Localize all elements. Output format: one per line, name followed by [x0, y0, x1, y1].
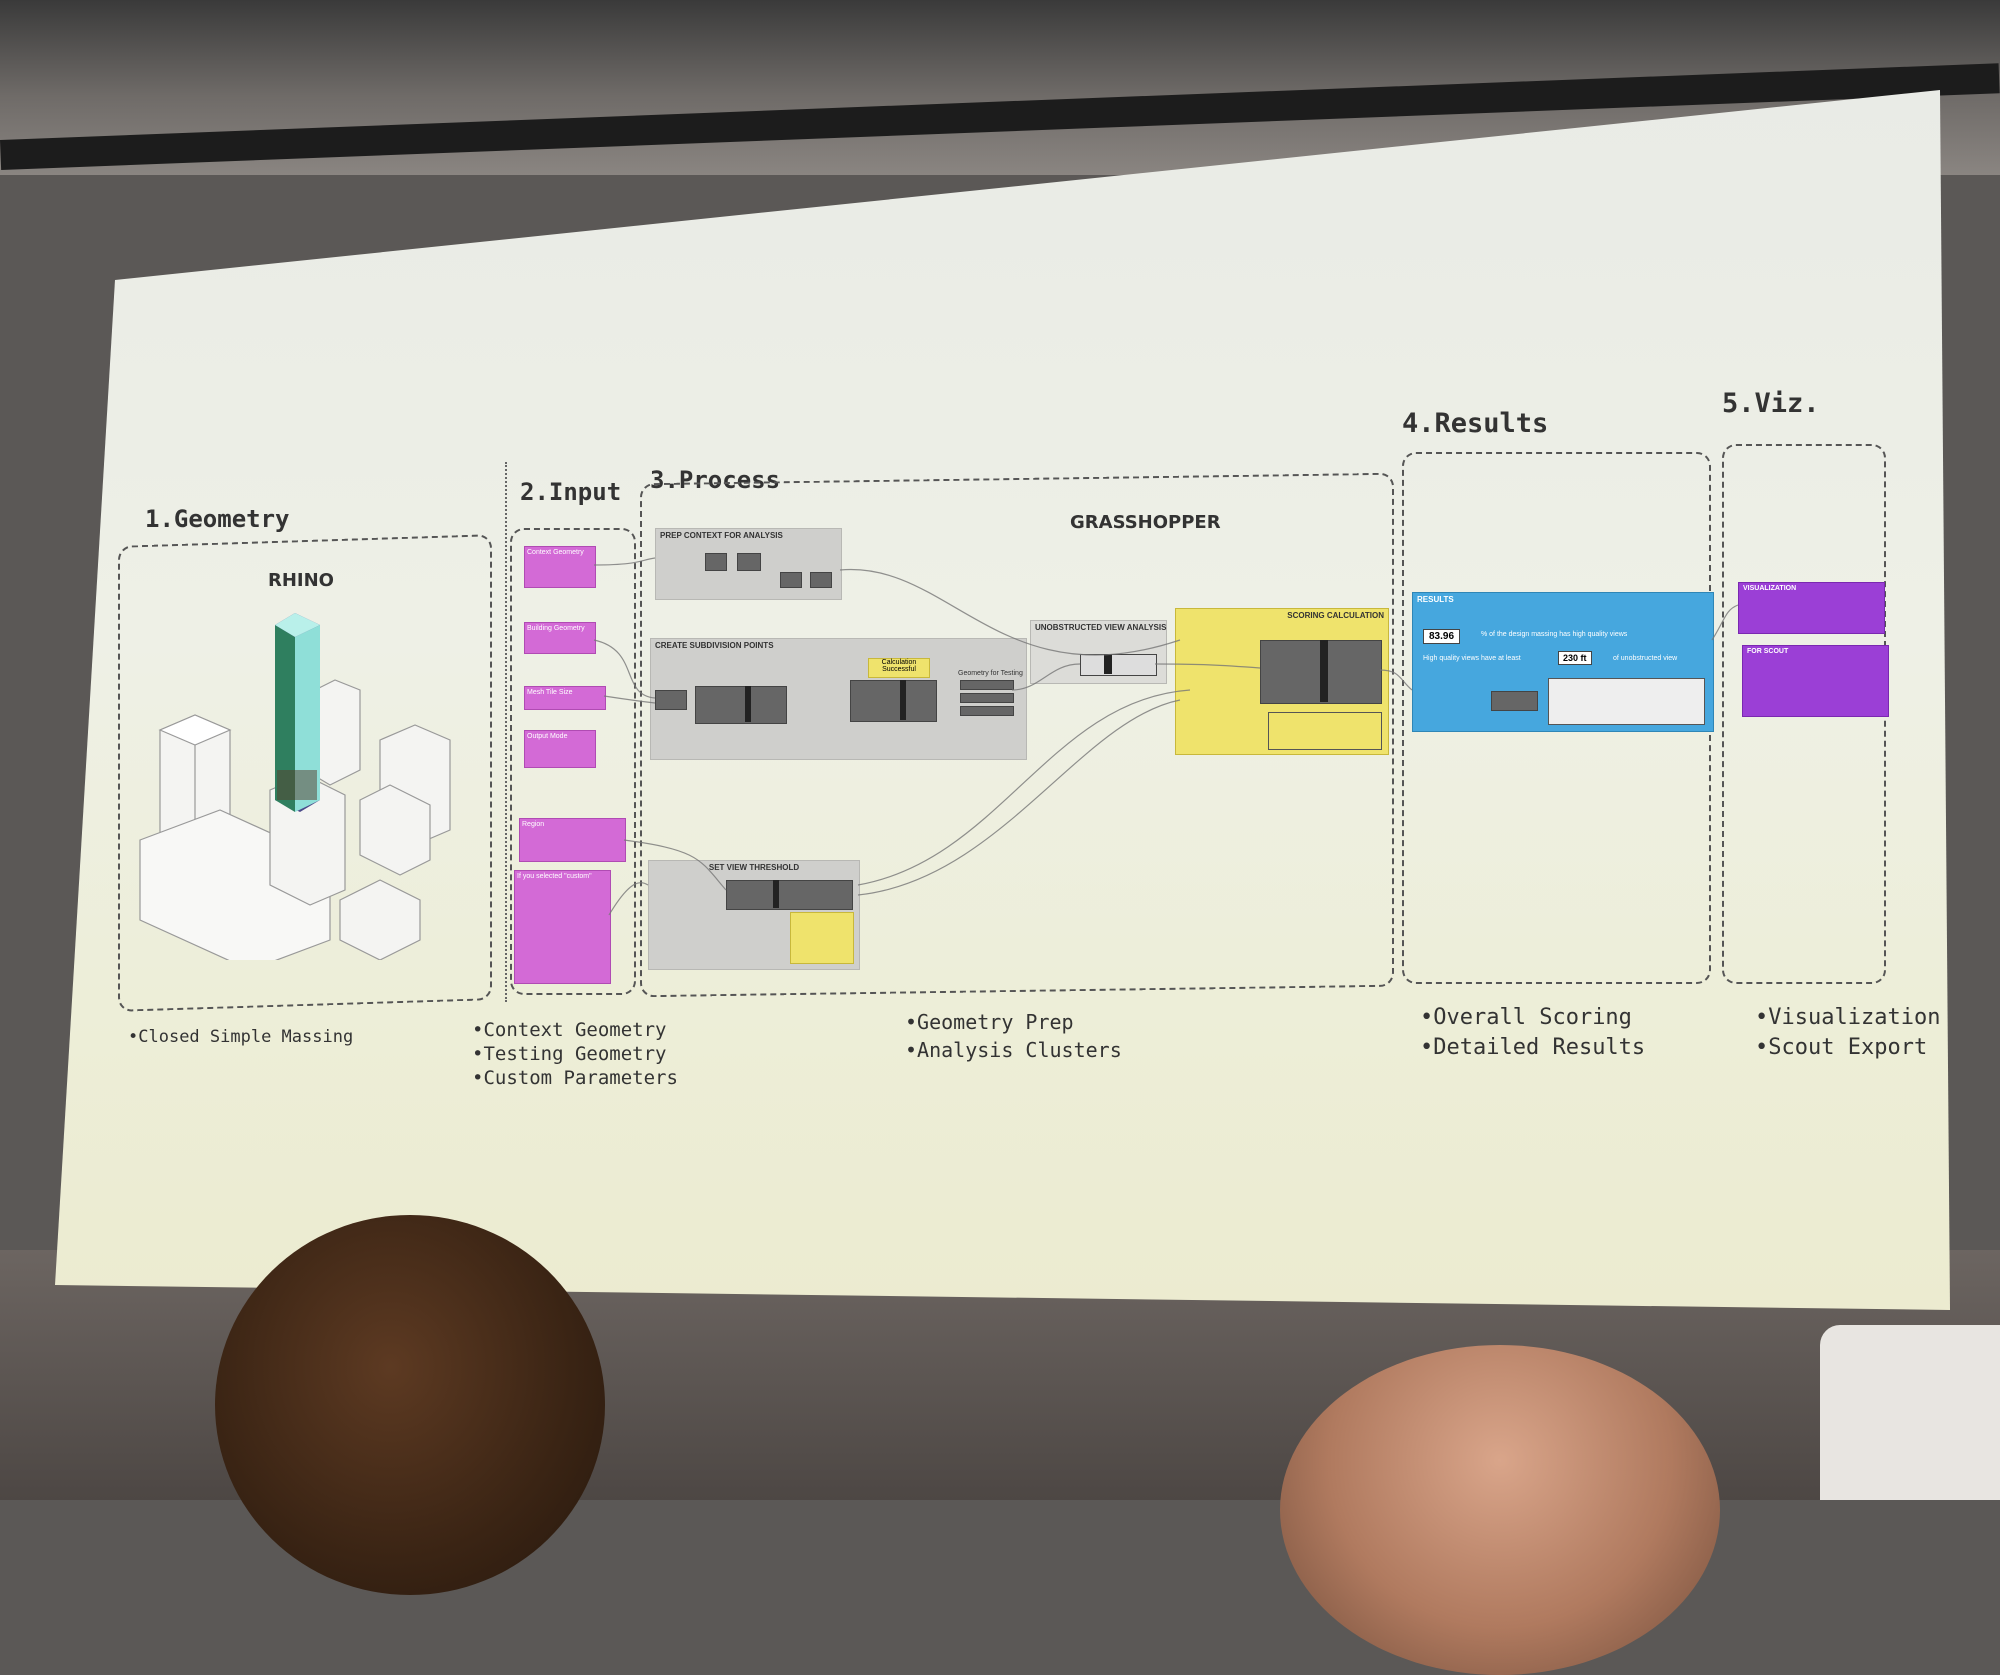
bullet-item: Detailed Results	[1420, 1033, 1645, 1063]
bullet-item: Closed Simple Massing	[128, 1025, 353, 1049]
foreground-object	[1820, 1325, 2000, 1500]
bullets-input: Context Geometry Testing Geometry Custom…	[472, 1018, 678, 1090]
bullet-item: Testing Geometry	[472, 1042, 678, 1066]
bullets-results: Overall Scoring Detailed Results	[1420, 1003, 1645, 1063]
bullet-item: Visualization	[1755, 1003, 1940, 1033]
bullet-item: Context Geometry	[472, 1018, 678, 1042]
bullet-item: Scout Export	[1755, 1033, 1940, 1063]
bullets-process: Geometry Prep Analysis Clusters	[905, 1008, 1122, 1064]
bullet-item: Analysis Clusters	[905, 1036, 1122, 1064]
bullet-item: Overall Scoring	[1420, 1003, 1645, 1033]
bullet-item: Geometry Prep	[905, 1008, 1122, 1036]
bullets-geometry: Closed Simple Massing	[128, 1025, 353, 1049]
bullet-item: Custom Parameters	[472, 1066, 678, 1090]
audience-head-left	[215, 1215, 605, 1595]
bullets-viz: Visualization Scout Export	[1755, 1003, 1940, 1063]
audience-head-right	[1280, 1345, 1720, 1675]
